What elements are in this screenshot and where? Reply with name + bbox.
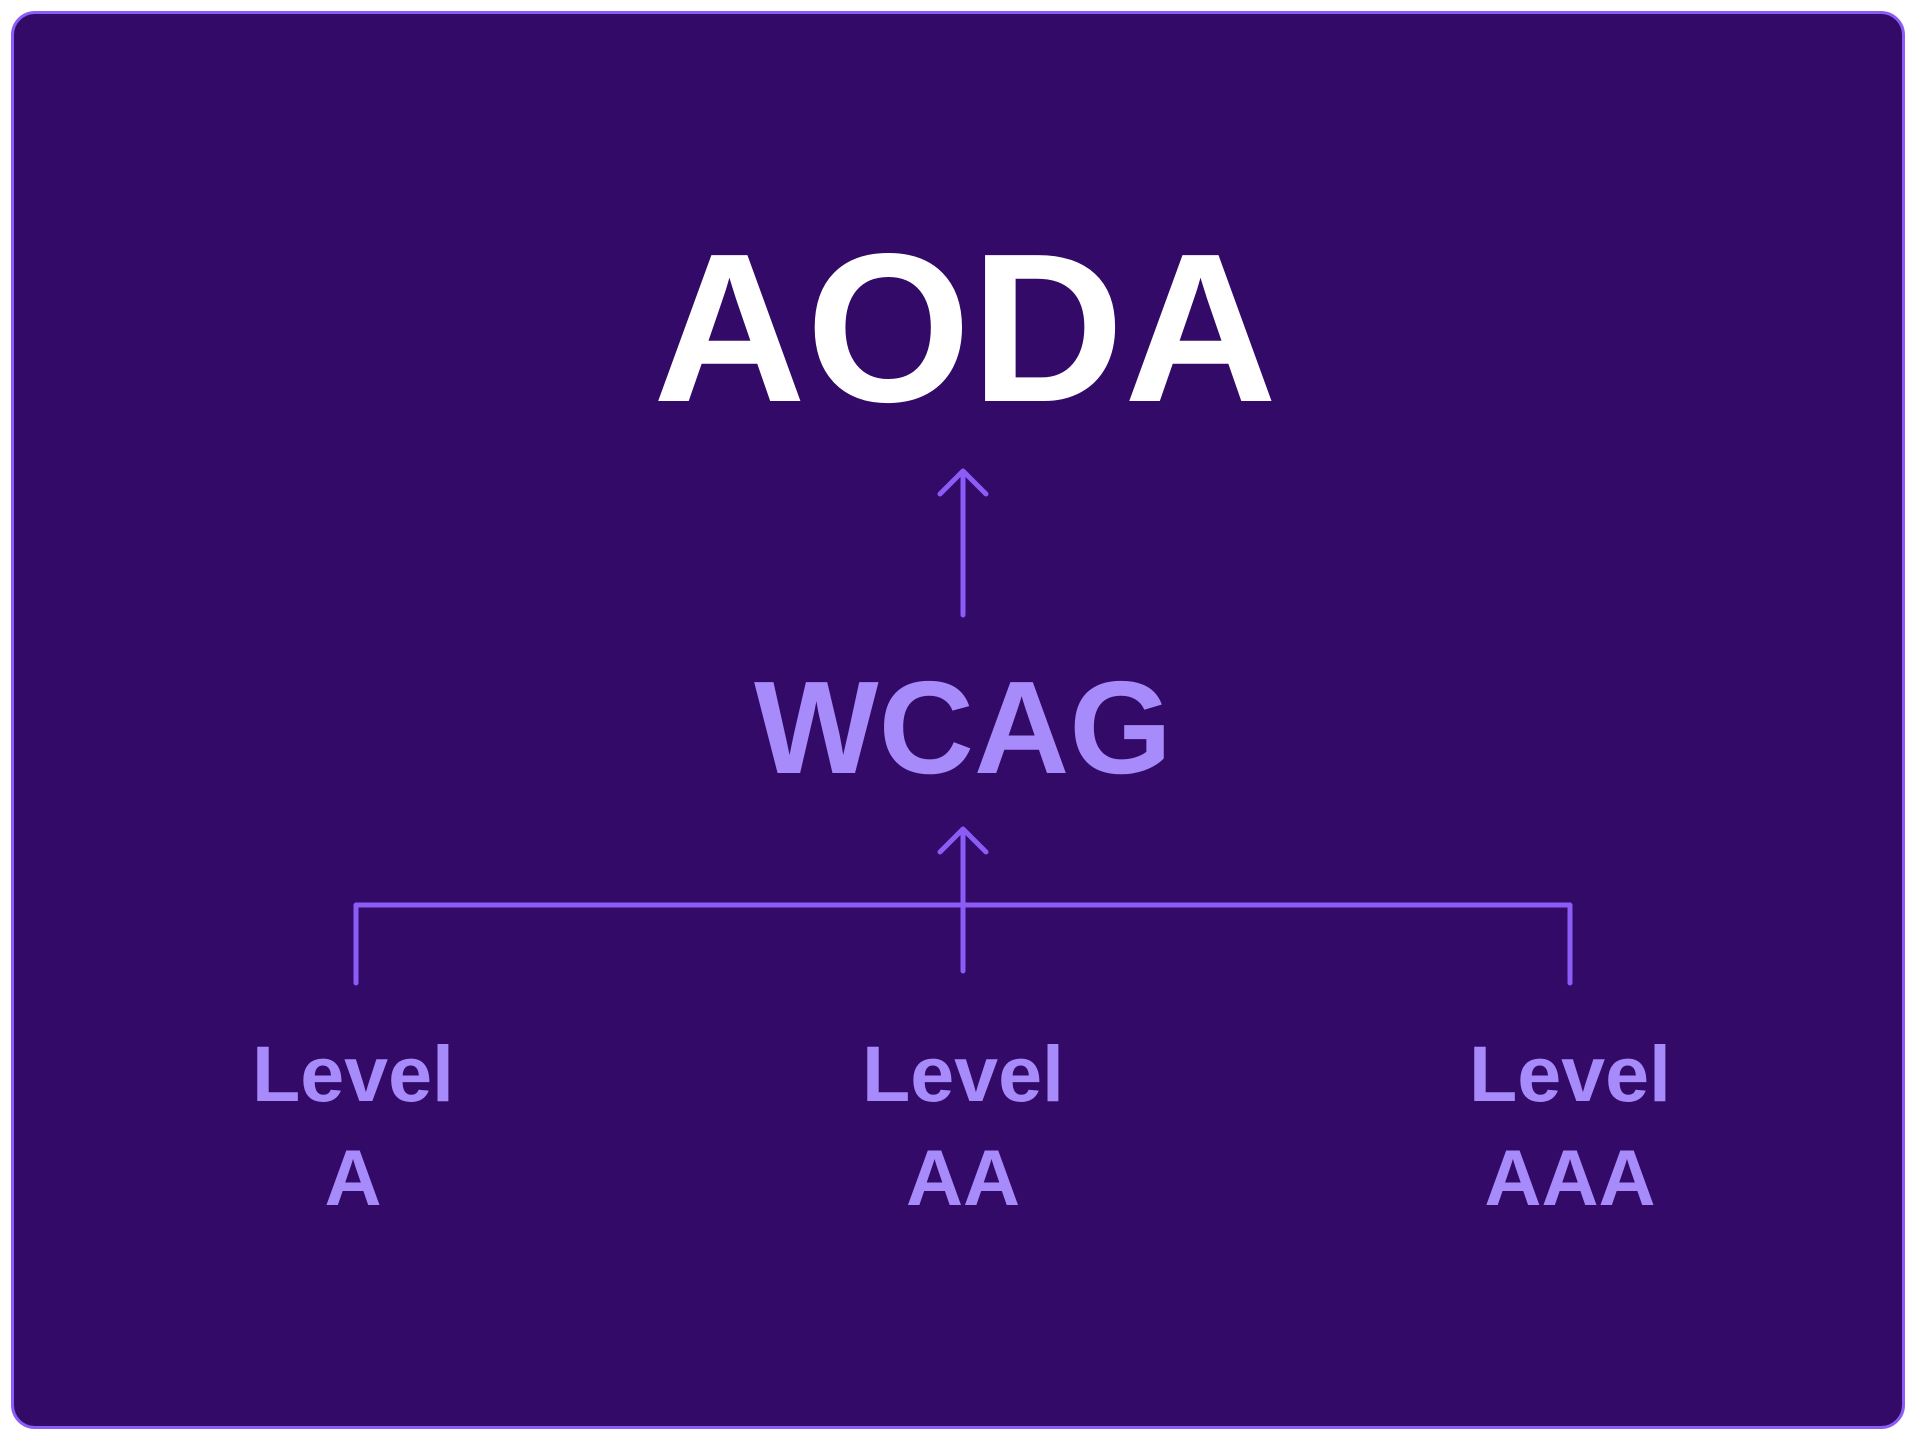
level-a: Level A: [252, 1022, 454, 1230]
level-label: Level: [861, 1029, 1065, 1118]
bracket-levels: [353, 902, 1573, 986]
level-grade: AA: [905, 1133, 1021, 1222]
level-aaa: Level AAA: [1469, 1022, 1671, 1230]
level-grade: AAA: [1484, 1133, 1656, 1222]
aoda-title: AODA: [652, 209, 1278, 446]
level-aa: Level AA: [862, 1022, 1064, 1230]
arrow-head-icon: [937, 468, 989, 497]
diagram-card: [11, 11, 1905, 1429]
wcag-label: WCAG: [754, 654, 1172, 801]
level-grade: A: [324, 1133, 382, 1222]
level-label: Level: [1468, 1029, 1672, 1118]
arrow-head-icon: [937, 826, 989, 855]
level-label: Level: [251, 1029, 455, 1118]
